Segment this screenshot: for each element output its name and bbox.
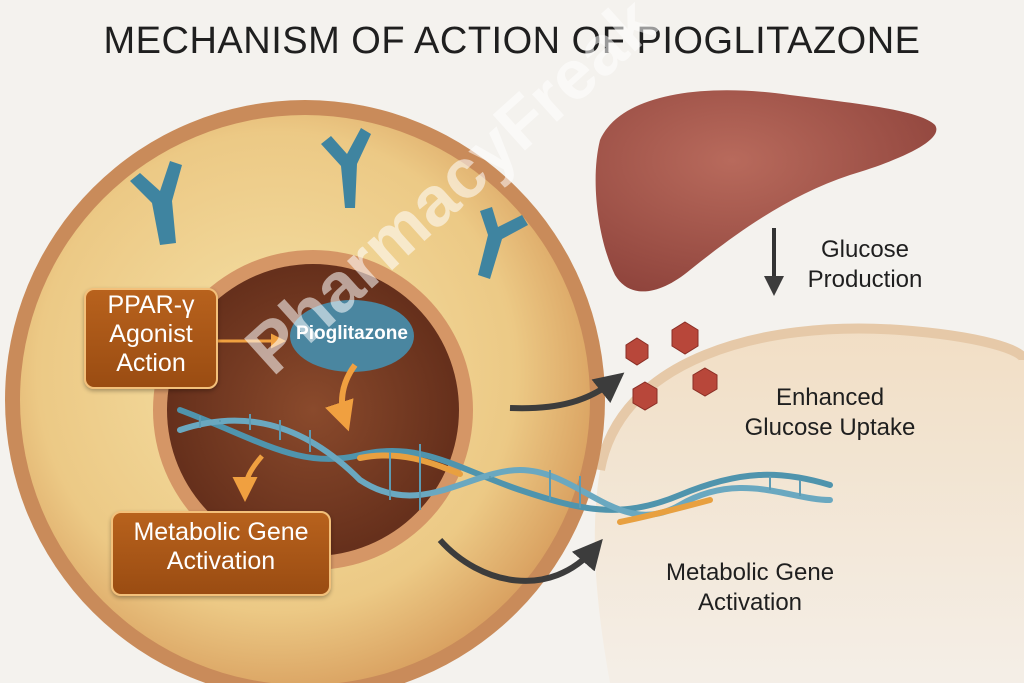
glucose-uptake-line-2: Glucose Uptake	[744, 414, 916, 441]
glucose-uptake-line-1: Enhanced	[775, 384, 885, 411]
receptor-icon	[130, 128, 528, 279]
metabolic-gene-line-1: Metabolic Gene	[665, 559, 835, 586]
glucose-production-line-1: Glucose	[820, 236, 910, 263]
agonist-box: PPAR-γ Agonist Action	[84, 288, 218, 389]
page-title: MECHANISM OF ACTION OF PIOGLITAZONE	[103, 20, 921, 62]
gene-box-line-1: Metabolic Gene	[133, 518, 309, 546]
gene-box-line-2: Activation	[166, 547, 276, 575]
dna-rungs	[199, 414, 801, 510]
glucose-icon	[625, 321, 718, 411]
arrow-dna-to-gene	[232, 454, 264, 502]
glucose-uptake-label: Enhanced Glucose Uptake	[720, 383, 940, 443]
dna-helix	[177, 407, 833, 525]
drug-label: Pioglitazone	[296, 323, 408, 344]
liver	[595, 90, 937, 292]
target-cell	[594, 328, 1024, 683]
arrow-drug-to-dna	[325, 363, 358, 432]
arrow-to-uptake	[509, 372, 625, 412]
metabolic-gene-label: Metabolic Gene Activation	[640, 558, 860, 618]
metabolic-gene-line-2: Activation	[697, 589, 803, 616]
glucose-production-label: Glucose Production	[790, 235, 940, 295]
agonist-line-2: Agonist	[109, 320, 193, 348]
agonist-line-3: Action	[116, 349, 186, 377]
glucose-production-line-2: Production	[807, 266, 923, 293]
arrow-to-gene-activation	[437, 538, 603, 584]
gene-activation-box: Metabolic Gene Activation	[111, 511, 331, 596]
pioglitazone-molecule	[290, 300, 414, 372]
agonist-line-1: PPAR-γ	[107, 291, 195, 319]
